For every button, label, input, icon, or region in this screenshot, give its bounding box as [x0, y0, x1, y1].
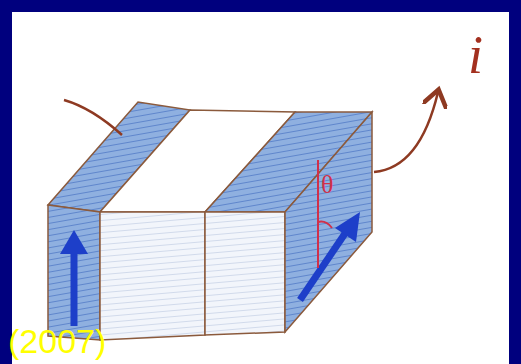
arrow-head: [335, 212, 360, 242]
right-layer-front: [205, 212, 285, 335]
reference-line: [317, 160, 319, 268]
current-label: i: [468, 28, 483, 82]
current-in: [64, 100, 122, 135]
magnetization-arrow: [300, 232, 346, 300]
year-label: (2007): [8, 324, 106, 358]
left-layer-front: [48, 205, 100, 340]
spacer-front: [100, 212, 205, 340]
angle-label: θ: [321, 172, 333, 198]
arrow-head: [60, 230, 88, 254]
current-out: [374, 92, 438, 172]
magnetization-arrow: [71, 250, 78, 326]
angle-arc: [318, 222, 332, 228]
right-layer-side: [285, 112, 372, 332]
